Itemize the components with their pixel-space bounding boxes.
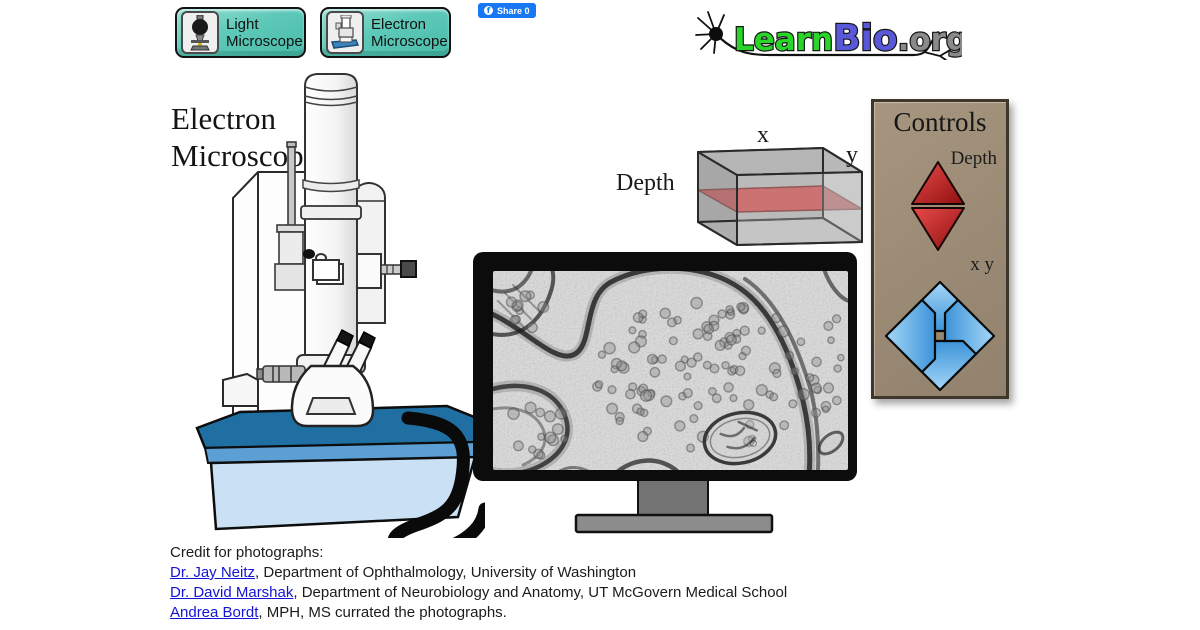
credit-text: , Department of Ophthalmology, Universit… xyxy=(255,564,637,581)
logo-bio: Bio xyxy=(833,18,898,59)
credits-block: Credit for photographs: Dr. Jay Neitz, D… xyxy=(170,543,787,623)
facebook-icon: f xyxy=(484,6,493,15)
microscope-knobs xyxy=(303,249,417,289)
depth-up-button[interactable] xyxy=(911,161,965,205)
depth-axis-label: Depth xyxy=(616,170,675,196)
electron-microscope-illustration xyxy=(195,73,485,538)
neuron-soma xyxy=(709,27,723,41)
monitor-base xyxy=(574,513,774,534)
credit-link-jay-neitz[interactable]: Dr. Jay Neitz xyxy=(170,564,256,581)
xy-controls-label: x y xyxy=(970,254,994,275)
depth-controls-label: Depth xyxy=(950,148,997,169)
logo-org: .org xyxy=(898,22,962,58)
credits-title: Credit for photographs: xyxy=(170,544,324,561)
micrograph-screen xyxy=(493,271,848,470)
light-microscope-button[interactable]: Light Microscope xyxy=(175,7,306,58)
credit-line: Andrea Bordt, MPH, MS currated the photo… xyxy=(170,603,787,623)
xy-arrows xyxy=(884,280,996,392)
monitor-cable xyxy=(387,411,485,538)
depth-down-button[interactable] xyxy=(911,207,965,251)
credit-line: Dr. Jay Neitz, Department of Ophthalmolo… xyxy=(170,563,787,583)
light-microscope-icon xyxy=(181,11,219,54)
binocular-viewer xyxy=(290,328,376,428)
logo-learn: Learn xyxy=(734,22,833,58)
learnbio-logo[interactable]: LearnBio.org xyxy=(692,8,962,60)
microscope-column xyxy=(296,73,366,374)
light-microscope-label: Light Microscope xyxy=(226,15,303,50)
credit-link-andrea-bordt[interactable]: Andrea Bordt xyxy=(170,604,259,621)
electron-microscope-label: Electron Microscope xyxy=(371,15,448,50)
microscope-left-rod xyxy=(274,141,306,291)
y-axis-label: y xyxy=(846,142,858,168)
depth-arrows xyxy=(911,161,965,251)
depth-box-diagram: x y Depth xyxy=(616,122,863,246)
electron-microscope-button[interactable]: Electron Microscope xyxy=(320,7,451,58)
x-axis-label: x xyxy=(757,122,769,148)
table xyxy=(195,404,485,531)
xy-left-button[interactable] xyxy=(884,298,937,374)
controls-panel: Controls Depth x y xyxy=(871,99,1009,399)
electron-microscope-icon xyxy=(326,11,364,54)
monitor-neck xyxy=(637,476,709,520)
credit-text: , Department of Neurobiology and Anatomy… xyxy=(293,584,788,601)
credit-text: , MPH, MS currated the photographs. xyxy=(258,604,507,621)
credit-link-david-marshak[interactable]: Dr. David Marshak xyxy=(170,584,294,601)
monitor xyxy=(473,252,857,534)
facebook-share-button[interactable]: f Share 0 xyxy=(478,3,536,18)
mitochondrion xyxy=(702,410,778,466)
logo-text: LearnBio.org xyxy=(734,18,962,59)
credit-line: Dr. David Marshak, Department of Neurobi… xyxy=(170,583,787,603)
facebook-share-label: Share 0 xyxy=(497,5,530,16)
controls-title: Controls xyxy=(893,107,987,137)
microscope-stage-knob xyxy=(256,365,306,383)
